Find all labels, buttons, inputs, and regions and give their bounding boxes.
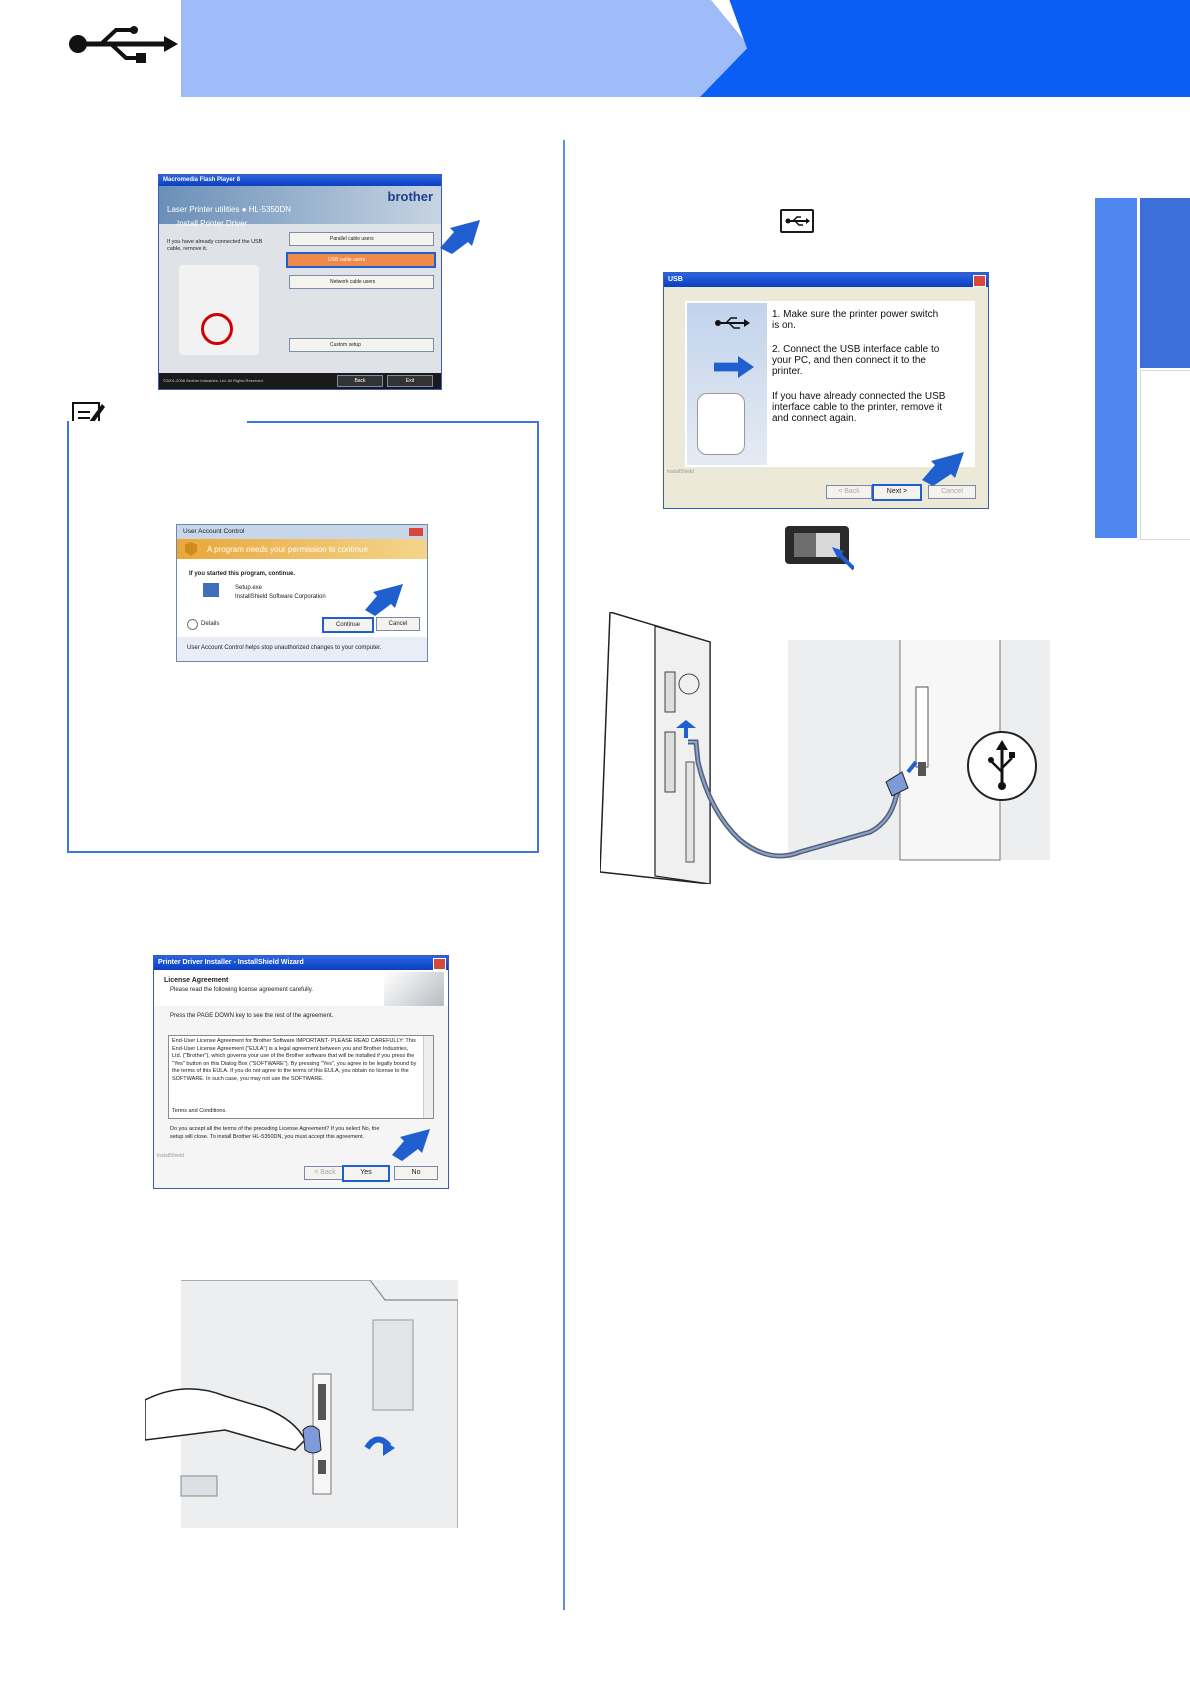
custom-option[interactable]: Custom setup [289,338,434,352]
close-icon[interactable] [433,958,446,970]
pointer-arrow-icon [922,450,968,491]
pointer-arrow-icon [392,1127,434,1166]
uac-started-text: If you started this program, continue. [189,571,296,577]
usb-icon [66,26,181,66]
network-option[interactable]: Network cable users [289,275,434,289]
details-link[interactable]: Details [201,621,220,627]
program-icon [203,583,219,597]
terms-heading: Terms and Conditions. [172,1108,227,1114]
no-button[interactable]: No [394,1166,438,1180]
note-box-top-rule [247,421,537,423]
usb-option[interactable]: USB cable users [286,252,436,268]
usb-installshield-label: InstallShield [667,469,694,475]
uac-publisher: InstallShield Software Corporation [235,594,326,600]
exit-button[interactable]: Exit [387,375,433,387]
next-button[interactable]: Next > [872,484,922,501]
uac-close-icon[interactable] [409,528,423,536]
license-heading: License Agreement [164,977,229,984]
usb-step2: 2. Connect the USB interface cable to yo… [772,344,940,377]
usb-back-button[interactable]: < Back [826,485,872,499]
header-band-light [181,0,751,97]
usb-dialog-title: USB [664,273,988,287]
installer-banner [159,186,441,224]
uac-footer-bar [177,637,427,661]
pointer-arrow-icon [365,582,407,621]
printer-rear-illustration [144,1279,459,1528]
installer-window: Macromedia Flash Player 8 brother Laser … [158,174,442,390]
installer-copyright: ©2001-2006 Brother Industries, Ltd. All … [163,378,264,383]
power-switch-icon [784,525,856,573]
agreement-textbox[interactable]: End-User License Agreement for Brother S… [168,1035,434,1119]
installer-title: Macromedia Flash Player 8 [159,175,441,186]
side-tab-active [1140,198,1190,368]
close-icon[interactable] [973,275,986,287]
usb-icon [714,315,750,336]
license-title: Printer Driver Installer - InstallShield… [154,956,448,970]
chevron-down-icon[interactable] [187,619,198,630]
continue-button[interactable]: Continue [322,617,374,633]
model-label: Laser Printer utilities ● HL-5350DN [167,205,291,214]
uac-titlebar [177,525,427,539]
usb-cancel-button[interactable]: Cancel [928,485,976,499]
license-dialog: Printer Driver Installer - InstallShield… [153,955,449,1189]
pointer-arrow-icon [440,218,490,259]
usb-step3: If you have already connected the USB in… [772,391,946,424]
column-divider [563,140,565,1610]
usb-connection-illustration [599,611,1050,885]
header-band-dark [700,0,1190,97]
no-cable-icon [201,313,233,345]
license-subheading: Please read the following license agreem… [170,987,313,993]
uac-dialog: User Account Control A program needs you… [176,524,428,662]
license-question: Do you accept all the terms of the prece… [170,1126,380,1140]
cancel-button[interactable]: Cancel [376,617,420,631]
agreement-text: End-User License Agreement for Brother S… [172,1038,417,1082]
parallel-option[interactable]: Parallel cable users [289,232,434,246]
brand-logo: brother [387,189,434,204]
uac-warning-banner [177,539,427,559]
installer-heading: Install Printer Driver [177,219,248,228]
usb-dialog: USB 1. Make sure the printer power switc… [663,272,989,509]
wizard-graphic [384,972,444,1006]
license-instruction: Press the PAGE DOWN key to see the rest … [170,1013,334,1019]
yes-button[interactable]: Yes [342,1165,390,1182]
side-tab-primary [1095,198,1137,538]
usb-inline-icon [780,209,814,233]
side-tab-inactive [1140,370,1190,540]
back-button[interactable]: Back [337,375,383,387]
license-back-button[interactable]: < Back [304,1166,346,1180]
uac-program: Setup.exe [235,585,263,591]
uac-footer: User Account Control helps stop unauthor… [187,645,382,651]
uac-title: User Account Control [183,528,245,535]
uac-message: A program needs your permission to conti… [207,545,368,554]
installer-note: If you have already connected the USB ca… [167,239,263,252]
usb-plug-illustration [697,393,745,455]
installshield-label: InstallShield [157,1153,184,1159]
shield-icon [185,542,197,556]
usb-step1: 1. Make sure the printer power switch is… [772,309,939,331]
scrollbar[interactable] [423,1036,433,1118]
